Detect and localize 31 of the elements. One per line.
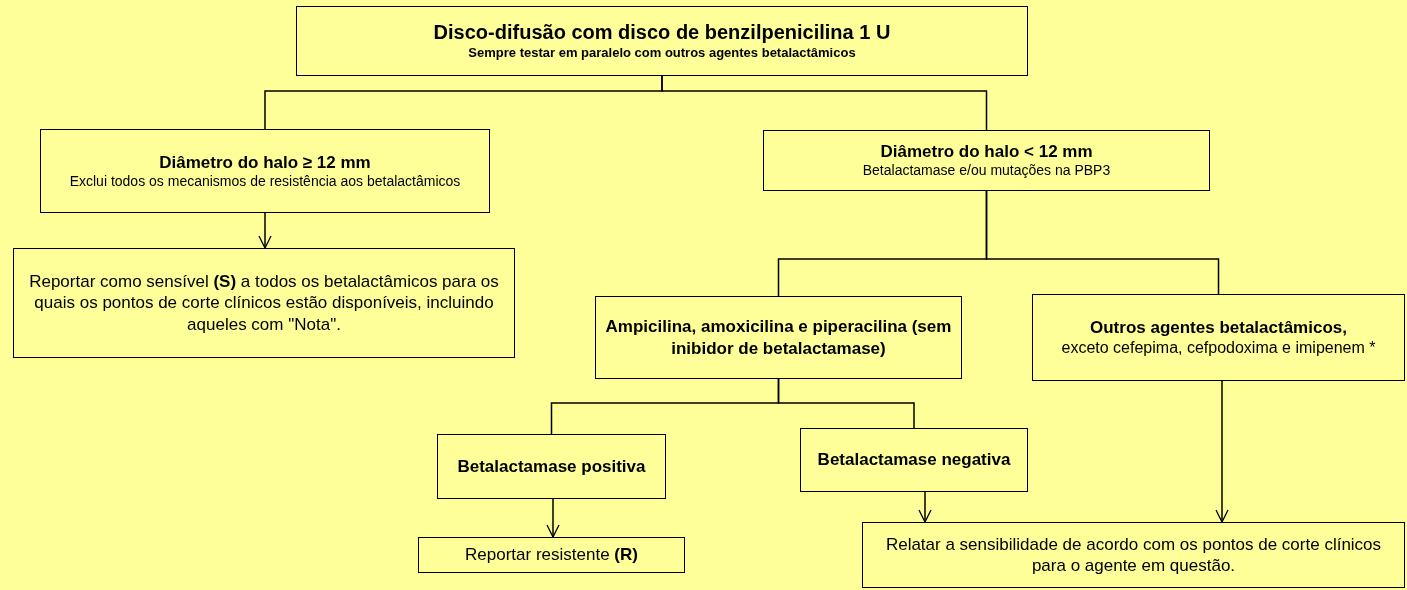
box-description: Betalactamase e/ou mutações na PBP3 [862, 162, 1111, 180]
box-heading: Disco-difusão com disco de benzilpenicilina 1 U [433, 20, 891, 46]
box-text: Reportar resistente (R) [465, 544, 638, 566]
box-text: Betalactamase negativa [817, 449, 1011, 471]
arrow [1215, 380, 1229, 523]
box-heading: Diâmetro do halo ≥ 12 mm [159, 151, 371, 173]
arrow [918, 491, 932, 523]
result-box [862, 522, 1405, 588]
box-text: Relatar a sensibilidade de acordo com os pontos de corte clínicos para o agente em questão. [884, 533, 1383, 577]
result-box [13, 248, 515, 358]
category-box [1032, 294, 1405, 381]
decision-box [40, 129, 490, 213]
box-text: Betalactamase positiva [457, 455, 646, 478]
arrow [546, 498, 560, 538]
condition-box [800, 428, 1028, 492]
connector-line [985, 190, 1220, 295]
box-heading: Outros agentes betalactâmicos, [1090, 316, 1347, 339]
connector-line [661, 75, 988, 131]
connector-line [777, 378, 915, 429]
box-text: Ampicilina, amoxicilina e piperacilina (sem inibidor de betalactamase) [604, 316, 953, 359]
box-description: exceto cefepima, cefpodoxima e imipenem * [1061, 338, 1376, 359]
title-box [296, 6, 1028, 76]
condition-box [437, 434, 666, 499]
category-box [595, 296, 962, 379]
arrow [258, 212, 272, 249]
box-description: Sempre testar em paralelo com outros agentes betalactâmicos [468, 45, 856, 62]
box-description: Exclui todos os mecanismos de resistência aos betalactâmicos [69, 172, 461, 191]
result-box [418, 537, 685, 573]
box-heading: Diâmetro do halo < 12 mm [880, 141, 1093, 163]
decision-box [763, 130, 1210, 191]
box-text: Reportar como sensível (S) a todos os betalactâmicos para os quais os pontos de corte clínicos estão disponíveis, incluindo aqueles com "Nota". [28, 271, 500, 335]
